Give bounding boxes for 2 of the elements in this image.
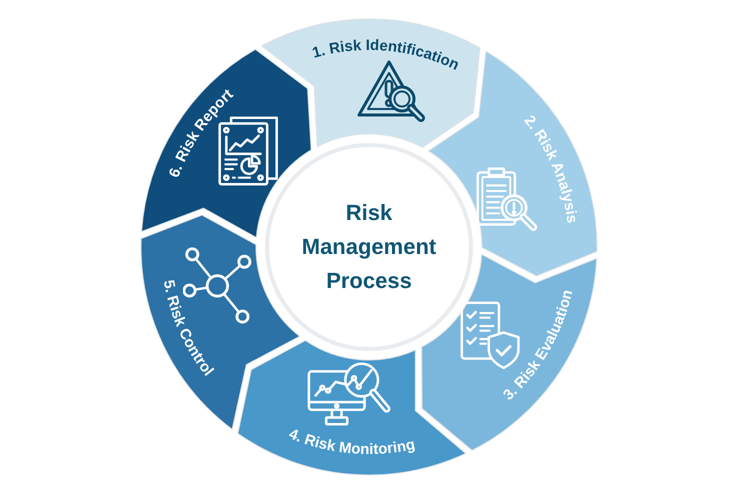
segment-label: 4. Risk Monitoring [286,425,416,458]
center-title: Risk Management Process [300,199,438,295]
